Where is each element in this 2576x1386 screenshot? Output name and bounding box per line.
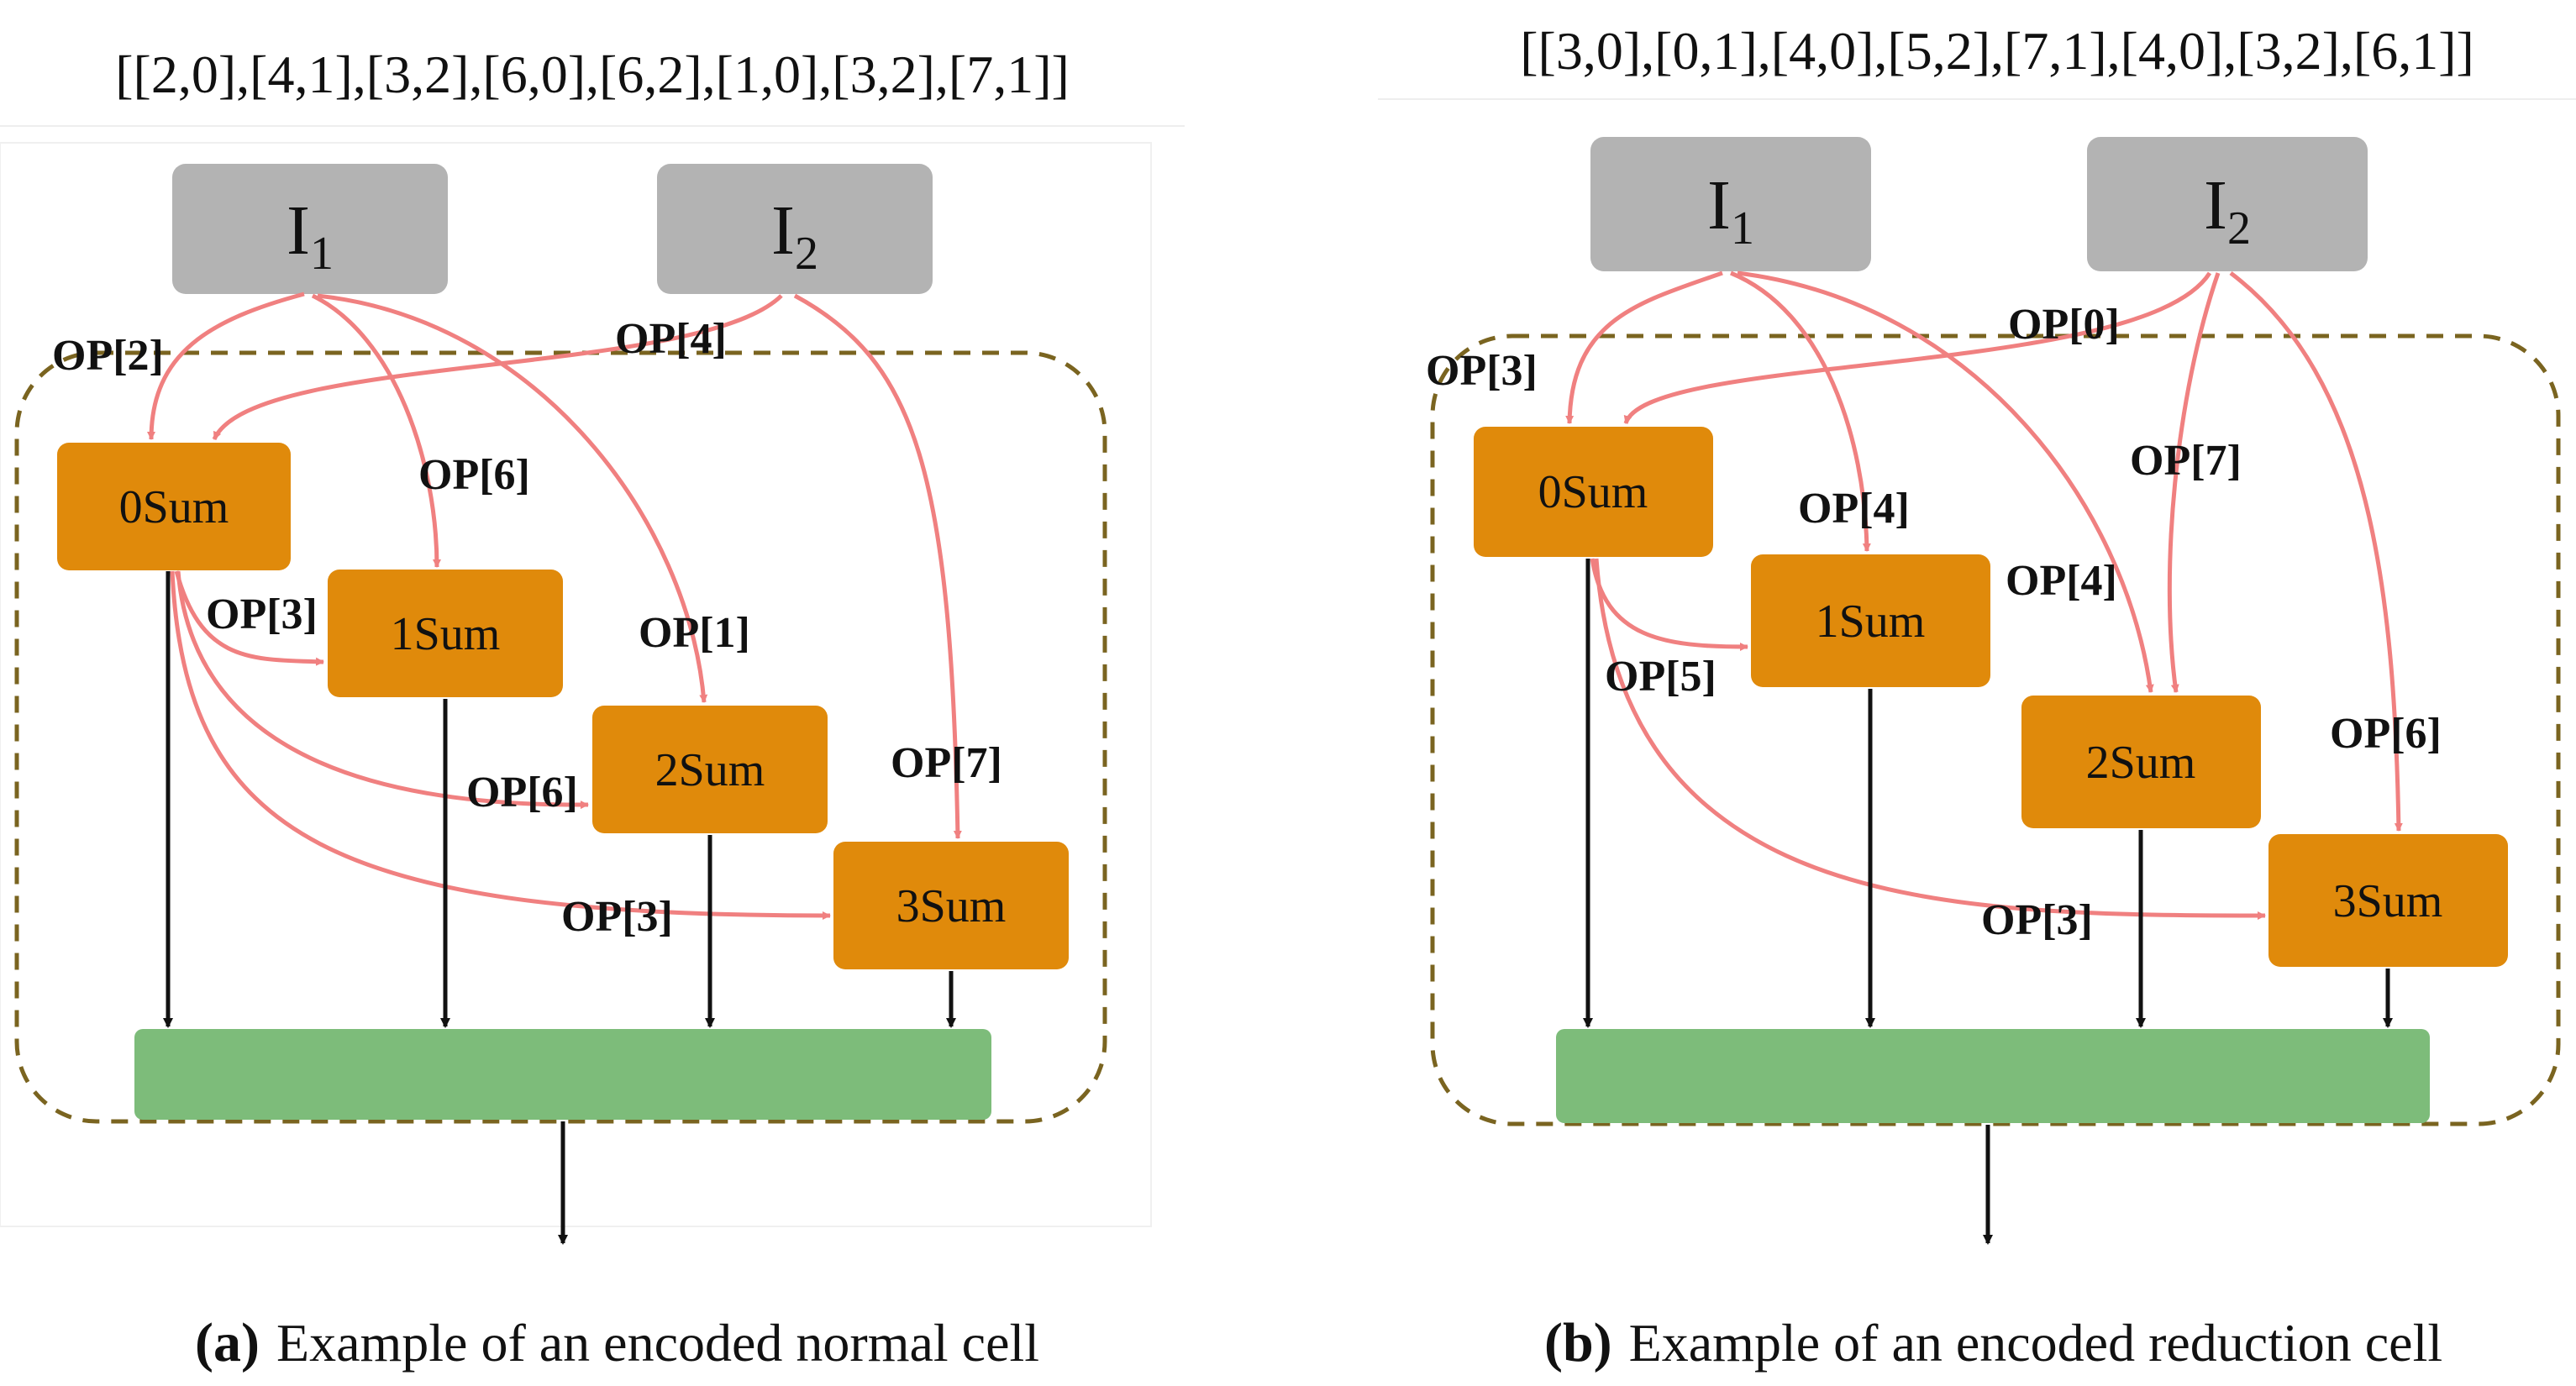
panel-b-op-label: OP[3] bbox=[1981, 896, 2093, 944]
panel-a-node-1 bbox=[328, 570, 563, 697]
panel-b-input-1-label: I1 bbox=[1707, 166, 1754, 255]
panel-b-input-2 bbox=[2087, 137, 2368, 271]
panel-b-node-1 bbox=[1751, 554, 1990, 687]
panel-a-encoding: [[2,0],[4,1],[3,2],[6,0],[6,2],[1,0],[3,… bbox=[115, 45, 1070, 104]
panel-a-input-1-label: I1 bbox=[287, 192, 334, 280]
panel-a-node-0 bbox=[57, 443, 291, 570]
panel-a-node-2 bbox=[592, 706, 828, 833]
panel-b-node-1-label: 1Sum bbox=[1816, 596, 1926, 648]
panel-a-op-label: OP[4] bbox=[615, 315, 727, 363]
panel-b-cell-boundary bbox=[1430, 333, 2561, 1126]
panel-b-encoding: [[3,0],[0,1],[4,0],[5,2],[7,1],[4,0],[3,… bbox=[1520, 21, 2474, 81]
panel-b-op-label: OP[6] bbox=[2330, 710, 2442, 758]
panel-b-op-label: OP[5] bbox=[1605, 653, 1716, 701]
panel-b-edge-i2-node0 bbox=[1623, 271, 2212, 424]
panel-a-op-label: OP[6] bbox=[418, 451, 530, 499]
panel-b-edge-node0-node1 bbox=[1590, 558, 1748, 651]
panel-a-input-1 bbox=[172, 164, 448, 294]
panel-b-node-2-label: 2Sum bbox=[2086, 737, 2196, 789]
panel-b-node-2 bbox=[2021, 696, 2261, 828]
panel-a-edge-node0-node2 bbox=[176, 570, 589, 810]
panel-b-edge-i2-node2 bbox=[2167, 272, 2221, 693]
panel-a-edge-i1-node1 bbox=[311, 293, 441, 568]
panel-a-node-3 bbox=[833, 842, 1069, 969]
panel-b-input-1 bbox=[1590, 137, 1871, 271]
panel-b-op-label: OP[3] bbox=[1426, 347, 1538, 395]
panel-a-op-label: OP[3] bbox=[561, 893, 673, 941]
panel-b-edge-node0-node3 bbox=[1594, 558, 2266, 920]
panel-b: [[3,0],[0,1],[4,0],[5,2],[7,1],[4,0],[3,… bbox=[1378, 21, 2576, 1373]
panel-a-op-label: OP[2] bbox=[52, 332, 164, 380]
panel-a-op-label: OP[3] bbox=[206, 591, 318, 638]
panel-a-edge-i1-node0 bbox=[147, 291, 305, 440]
panel-a-node-2-label: 2Sum bbox=[655, 744, 765, 796]
panel-a-edge-node0-node1 bbox=[174, 570, 324, 666]
panel-a-node-0-label: 0Sum bbox=[119, 481, 229, 533]
panel-b-op-label: OP[0] bbox=[2008, 301, 2120, 349]
panel-a-frame bbox=[0, 142, 1152, 1227]
panel-a-node-3-label: 3Sum bbox=[896, 880, 1007, 932]
panel-b-op-label: OP[4] bbox=[2006, 557, 2117, 605]
panel-a-node-1-label: 1Sum bbox=[391, 608, 501, 660]
panel-a-edge-i2-node0 bbox=[212, 294, 783, 441]
panel-b-edge-i1-node2 bbox=[1737, 270, 2154, 693]
panel-b-op-label: OP[7] bbox=[2130, 437, 2242, 485]
panel-a-op-label: OP[7] bbox=[891, 739, 1002, 787]
panel-a-edge-i1-node2 bbox=[317, 293, 708, 703]
panel-a-op-label: OP[6] bbox=[466, 769, 578, 816]
panel-b-edge-i1-node1 bbox=[1730, 270, 1871, 552]
panel-a-input-2-label: I2 bbox=[771, 192, 818, 280]
panel-b-edge-i2-node3 bbox=[2229, 271, 2403, 832]
panel-b-node-0-label: 0Sum bbox=[1538, 466, 1648, 518]
panel-b-node-3-label: 3Sum bbox=[2333, 875, 2443, 927]
panel-b-node-0 bbox=[1474, 427, 1713, 557]
panel-b-edge-i1-node0 bbox=[1565, 270, 1723, 424]
panel-a-input-2 bbox=[657, 164, 933, 294]
panel-a-edge-i2-node3 bbox=[793, 293, 962, 839]
panel-b-caption: (b)Example of an encoded reduction cell bbox=[1544, 1312, 2442, 1373]
panel-b-op-label: OP[4] bbox=[1798, 485, 1910, 533]
panel-b-input-2-label: I2 bbox=[2204, 166, 2251, 255]
panel-a-cell-boundary bbox=[14, 350, 1107, 1124]
panel-b-node-3 bbox=[2268, 834, 2508, 967]
panel-a-edge-node0-node3 bbox=[170, 570, 831, 920]
panel-a-caption: (a)Example of an encoded normal cell bbox=[195, 1312, 1039, 1373]
panel-a-output-bar bbox=[134, 1029, 991, 1120]
panel-a-op-label: OP[1] bbox=[639, 609, 750, 657]
panel-a: [[2,0],[4,1],[3,2],[6,0],[6,2],[1,0],[3,… bbox=[0, 45, 1185, 1373]
panel-b-output-bar bbox=[1556, 1029, 2430, 1123]
